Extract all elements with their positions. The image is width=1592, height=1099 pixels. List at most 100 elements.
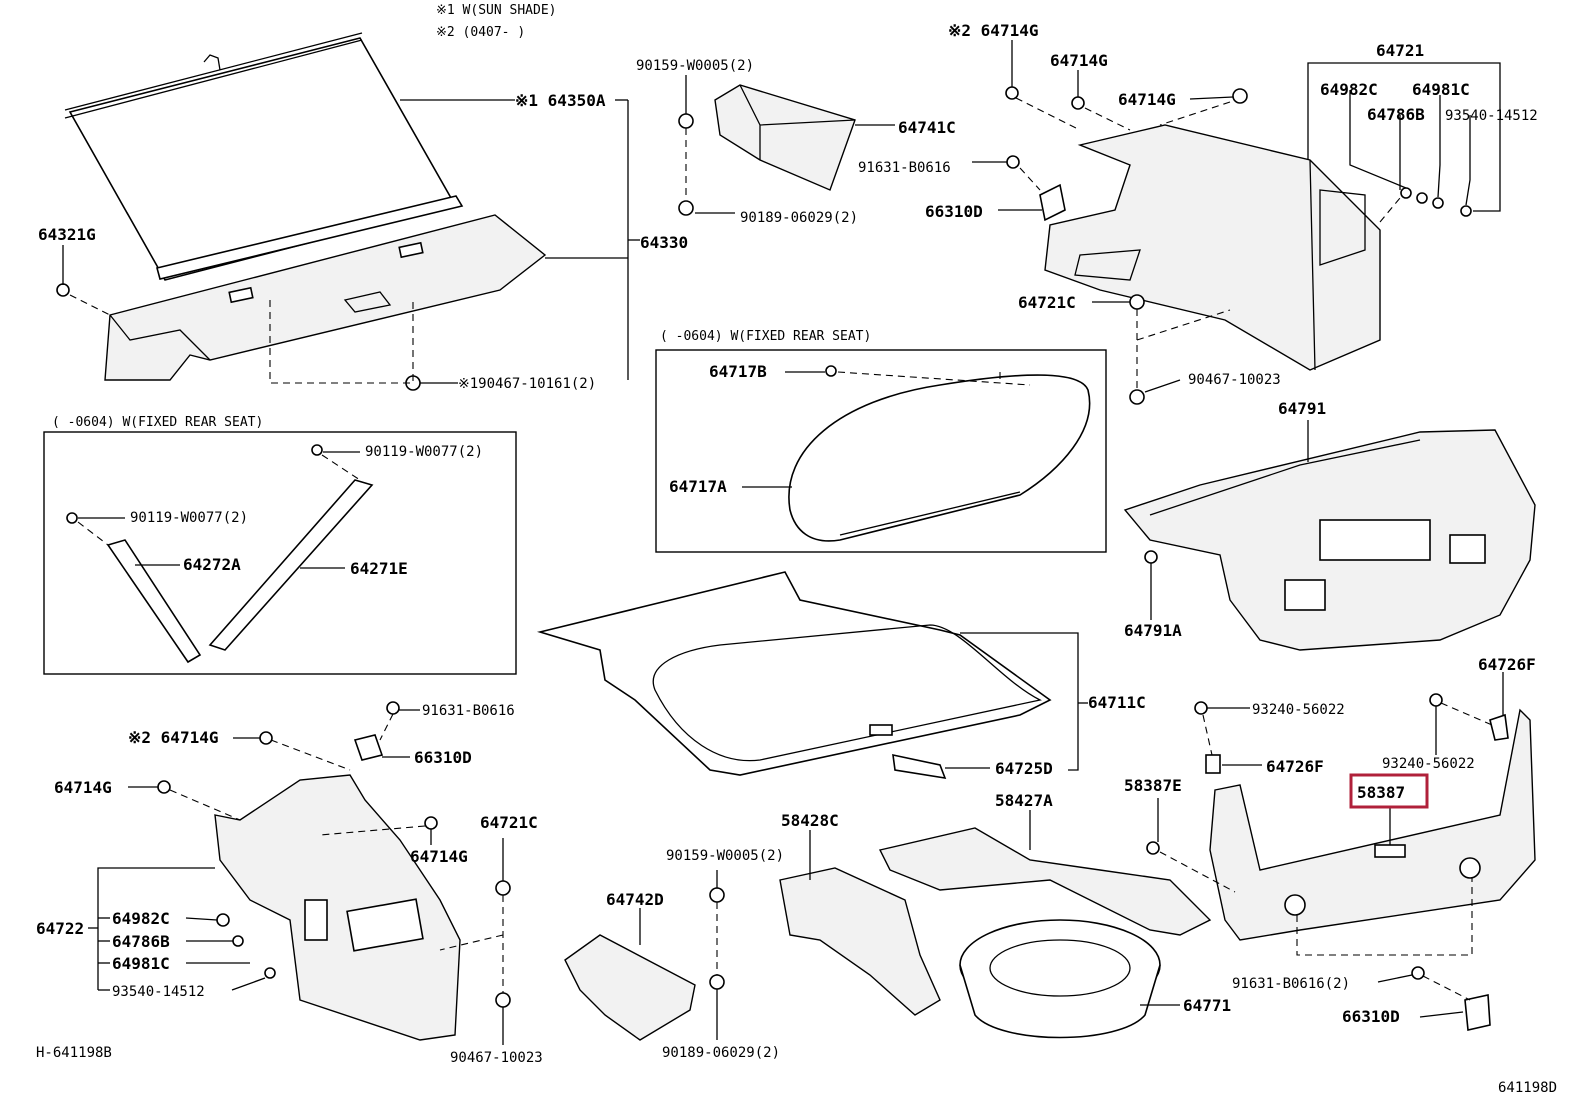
label-93540-14512-top[interactable]: 93540-14512: [1445, 108, 1538, 124]
note-date-range: ※2 (0407- ): [436, 25, 525, 40]
label-93240-56022-b[interactable]: 93240-56022: [1382, 756, 1475, 772]
label-58387E[interactable]: 58387E: [1124, 776, 1182, 795]
label-64711C[interactable]: 64711C: [1088, 693, 1146, 712]
hook-icon: [892, 753, 947, 780]
clip-icon: [495, 992, 511, 1008]
label-58387[interactable]: 58387: [1357, 783, 1405, 802]
screw-icon: [66, 512, 78, 524]
screw-icon: [825, 365, 837, 377]
label-64714G-mid[interactable]: 64714G: [1118, 90, 1176, 109]
label-64717A[interactable]: 64717A: [669, 477, 727, 496]
note-sun-shade: ※1 W(SUN SHADE): [436, 3, 556, 18]
label-90119-W0077-a[interactable]: 90119-W0077(2): [365, 444, 483, 460]
screw-icon: [424, 816, 438, 830]
label-64982C-top[interactable]: 64982C: [1320, 80, 1378, 99]
label-64714G-top-note[interactable]: ※2 64714G: [948, 21, 1038, 40]
clip-icon: [1489, 713, 1509, 741]
label-64771[interactable]: 64771: [1183, 996, 1231, 1015]
screw-icon: [259, 731, 273, 745]
label-90189-06029-bottom[interactable]: 90189-06029(2): [662, 1045, 780, 1061]
label-64717B[interactable]: 64717B: [709, 362, 767, 381]
label-64321G[interactable]: 64321G: [38, 225, 96, 244]
label-91631-B0616-top[interactable]: 91631-B0616: [858, 160, 951, 176]
label-93240-56022-a[interactable]: 93240-56022: [1252, 702, 1345, 718]
label-58427A[interactable]: 58427A: [995, 791, 1053, 810]
label-90467-10023-top[interactable]: 90467-10023: [1188, 372, 1281, 388]
label-64721[interactable]: 64721: [1376, 41, 1424, 60]
label-64726F-left[interactable]: 64726F: [1266, 757, 1324, 776]
trunk-lid-trim-64791: [1123, 429, 1536, 651]
washer-icon: [232, 935, 244, 947]
screw-icon: [1194, 701, 1208, 715]
label-64330[interactable]: 64330: [640, 233, 688, 252]
label-58428C[interactable]: 58428C: [781, 811, 839, 830]
label-64714G-left-note[interactable]: ※2 64714G: [128, 728, 218, 747]
clip-icon: [1205, 754, 1221, 774]
label-90119-W0077-b[interactable]: 90119-W0077(2): [130, 510, 248, 526]
label-90467-10161[interactable]: ※190467-10161(2): [458, 376, 596, 392]
label-90159-W0005-bottom[interactable]: 90159-W0005(2): [666, 848, 784, 864]
note-fixed-seat-middle: ( -0604) W(FIXED REAR SEAT): [660, 329, 871, 344]
label-90159-W0005-top[interactable]: 90159-W0005(2): [636, 58, 754, 74]
sill-plate-58387: [1209, 708, 1536, 941]
label-93540-14512-bottom[interactable]: 93540-14512: [112, 984, 205, 1000]
label-64722[interactable]: 64722: [36, 919, 84, 938]
mat-piece-58427A: [878, 827, 1212, 936]
label-64791[interactable]: 64791: [1278, 399, 1326, 418]
spare-tire-tray-64771: [959, 919, 1161, 1039]
fixed-rear-seat-box-middle: [655, 349, 1107, 553]
label-64350A[interactable]: ※1 64350A: [515, 91, 606, 110]
clip-icon: [678, 200, 694, 216]
label-66310D-left[interactable]: 66310D: [414, 748, 472, 767]
bracket-icon: [1039, 183, 1066, 222]
label-64714G-left[interactable]: 64714G: [54, 778, 112, 797]
screw-icon: [709, 887, 725, 903]
screw-icon: [386, 701, 400, 715]
screw-icon: [1429, 693, 1443, 707]
label-64981C-bottom[interactable]: 64981C: [112, 954, 170, 973]
label-66310D-top[interactable]: 66310D: [925, 202, 983, 221]
nut-icon: [216, 913, 230, 927]
label-64714G-top[interactable]: 64714G: [1050, 51, 1108, 70]
screw-icon: [1071, 96, 1085, 110]
label-64786B-top[interactable]: 64786B: [1367, 105, 1425, 124]
screw-icon: [311, 444, 323, 456]
label-91631-B0616-left[interactable]: 91631-B0616: [422, 703, 515, 719]
label-91631-B0616-bottom[interactable]: 91631-B0616(2): [1232, 976, 1350, 992]
screw-icon: [157, 780, 171, 794]
label-64741C[interactable]: 64741C: [898, 118, 956, 137]
screw-icon: [1460, 205, 1472, 217]
clip-icon: [1146, 841, 1160, 855]
screw-icon: [1005, 86, 1019, 100]
label-64981C-top[interactable]: 64981C: [1412, 80, 1470, 99]
label-64742D[interactable]: 64742D: [606, 890, 664, 909]
label-90467-10023-bottom[interactable]: 90467-10023: [450, 1050, 543, 1066]
screw-icon: [1411, 966, 1425, 980]
label-64786B-bottom[interactable]: 64786B: [112, 932, 170, 951]
label-64272A[interactable]: 64272A: [183, 555, 241, 574]
label-64721C-bottom[interactable]: 64721C: [480, 813, 538, 832]
diagram-code-left: H-641198B: [36, 1045, 112, 1061]
storage-box-64742D: [564, 934, 696, 1041]
label-64982C-bottom[interactable]: 64982C: [112, 909, 170, 928]
label-64726F-right[interactable]: 64726F: [1478, 655, 1536, 674]
clip-icon: [1432, 197, 1444, 209]
part-labels: ※1 64350A 64321G 64330 ※190467-10161(2) …: [36, 21, 1557, 1096]
notes: ※1 W(SUN SHADE) ※2 (0407- ) ( -0604) W(F…: [52, 3, 871, 430]
diagram-code-right: 641198D: [1498, 1080, 1557, 1096]
label-90189-06029-top[interactable]: 90189-06029(2): [740, 210, 858, 226]
label-66310D-bottom[interactable]: 66310D: [1342, 1007, 1400, 1026]
clip-icon: [1129, 389, 1145, 405]
brace-drawing: [106, 479, 374, 664]
label-64721C-top[interactable]: 64721C: [1018, 293, 1076, 312]
clip-icon: [709, 974, 725, 990]
label-64714G-left-b[interactable]: 64714G: [410, 847, 468, 866]
label-64791A[interactable]: 64791A: [1124, 621, 1182, 640]
quarter-trim-64721: [1044, 124, 1381, 371]
label-64271E[interactable]: 64271E: [350, 559, 408, 578]
clip-icon: [1232, 88, 1248, 104]
label-64725D[interactable]: 64725D: [995, 759, 1053, 778]
nut-icon: [1400, 187, 1412, 199]
